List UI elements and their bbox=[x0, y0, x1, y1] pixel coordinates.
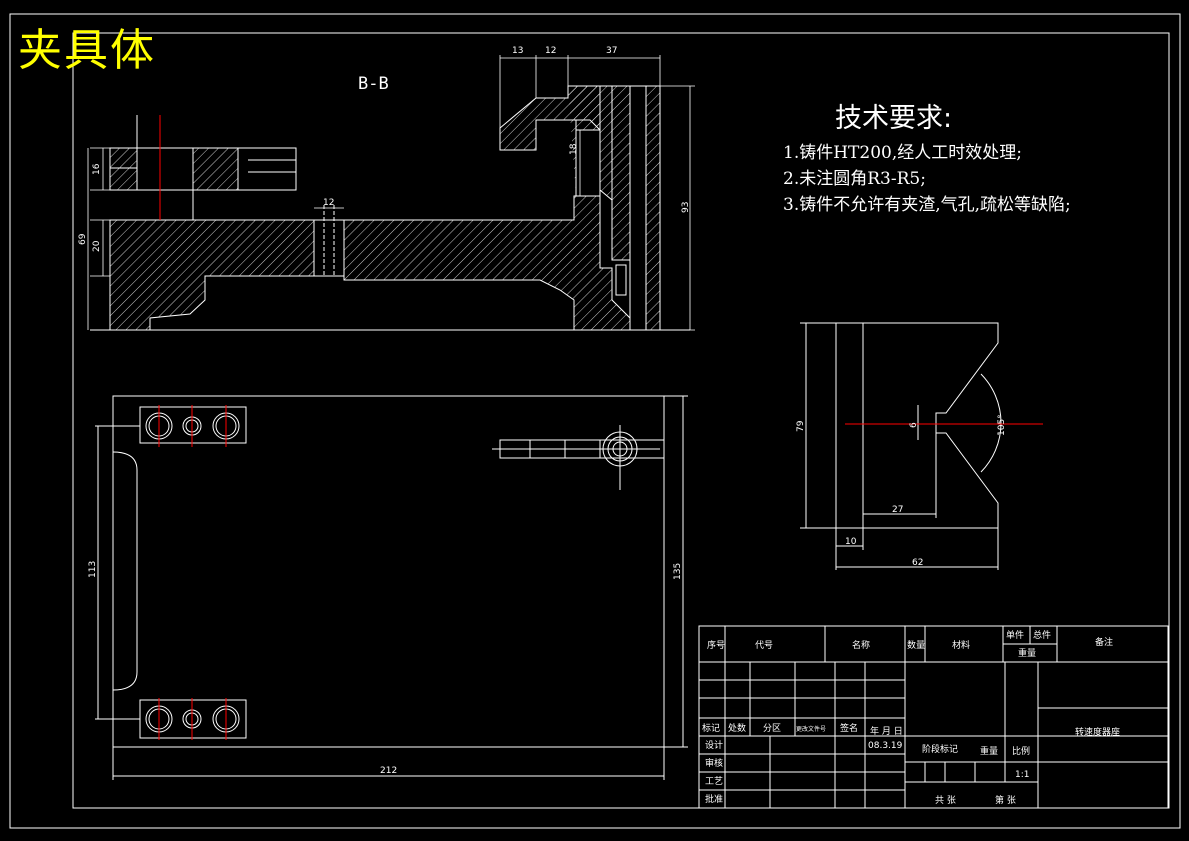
dim-20: 20 bbox=[92, 240, 102, 252]
tb-drawing-name: 转速度器座 bbox=[1075, 726, 1120, 738]
tb-h-remark: 备注 bbox=[1095, 636, 1113, 648]
tb-h-material: 材料 bbox=[952, 639, 970, 651]
tb-sheet-no: 第 张 bbox=[995, 794, 1016, 806]
dim-37: 37 bbox=[606, 46, 617, 56]
dim-93: 93 bbox=[681, 202, 691, 213]
inner-border bbox=[72, 32, 1170, 809]
tech-requirement-1: 1.铸件HT200,经人工时效处理; bbox=[783, 143, 1022, 163]
plan-outline bbox=[112, 395, 665, 748]
tb-l-count: 处数 bbox=[728, 722, 746, 734]
base-body bbox=[109, 219, 315, 331]
dim-105: 105° bbox=[997, 414, 1007, 436]
tech-requirement-3: 3.铸件不允许有夹渣,气孔,疏松等缺陷; bbox=[783, 195, 1071, 215]
plan-view bbox=[95, 395, 688, 780]
title-block bbox=[698, 625, 1169, 809]
dim-12b: 12 bbox=[323, 198, 334, 208]
tb-date: 08.3.19 bbox=[868, 741, 903, 751]
dim-212: 212 bbox=[380, 766, 397, 776]
tb-sheets-total: 共 张 bbox=[935, 795, 956, 806]
dim-62: 62 bbox=[912, 558, 923, 568]
dim-79: 79 bbox=[796, 420, 806, 432]
dim-12a: 12 bbox=[545, 46, 556, 56]
tb-h-qty: 数量 bbox=[907, 639, 925, 651]
tb-scale-label: 比例 bbox=[1012, 745, 1030, 757]
tb-weight: 重量 bbox=[980, 745, 998, 757]
dim-69: 69 bbox=[78, 233, 88, 245]
tb-scale: 1:1 bbox=[1015, 770, 1029, 780]
tb-h-unit: 单件 bbox=[1006, 629, 1024, 641]
tb-r-process: 工艺 bbox=[705, 776, 723, 787]
tb-l-zone: 分区 bbox=[763, 723, 781, 734]
section-dims bbox=[87, 55, 695, 331]
clamp-arm bbox=[499, 85, 601, 151]
tb-h-name: 名称 bbox=[852, 639, 870, 651]
tb-h-code: 代号 bbox=[755, 640, 773, 651]
tb-h-weight: 重量 bbox=[1018, 647, 1036, 659]
tech-requirements-heading: 技术要求: bbox=[835, 103, 953, 134]
tb-r-design: 设计 bbox=[705, 739, 723, 751]
dim-6: 6 bbox=[909, 422, 919, 428]
tb-l-sign: 签名 bbox=[840, 722, 858, 734]
outer-border bbox=[9, 13, 1181, 829]
drawing-title: 夹具体 bbox=[18, 25, 156, 76]
dim-18: 18 bbox=[569, 143, 579, 155]
dim-27: 27 bbox=[892, 505, 903, 515]
tb-stage: 阶段标记 bbox=[922, 743, 958, 755]
dim-113: 113 bbox=[88, 561, 98, 578]
dim-10: 10 bbox=[845, 537, 857, 547]
tb-l-mark: 标记 bbox=[702, 722, 720, 734]
plan-centerlines bbox=[158, 405, 227, 740]
tech-requirement-2: 2.未注圆角R3-R5; bbox=[783, 169, 926, 189]
dim-135: 135 bbox=[673, 563, 683, 580]
tb-l-doc: 更改文件号 bbox=[796, 725, 826, 733]
tb-l-date: 年 月 日 bbox=[870, 725, 903, 737]
section-label: B-B bbox=[358, 74, 389, 94]
section-view bbox=[90, 85, 690, 331]
side-view bbox=[800, 322, 1002, 570]
tb-r-approve: 批准 bbox=[705, 793, 723, 805]
tb-h-seq: 序号 bbox=[707, 639, 725, 651]
dim-16: 16 bbox=[92, 163, 102, 175]
tb-r-review: 审核 bbox=[705, 757, 723, 769]
dim-13: 13 bbox=[512, 46, 523, 56]
tb-h-total: 总件 bbox=[1033, 629, 1051, 641]
